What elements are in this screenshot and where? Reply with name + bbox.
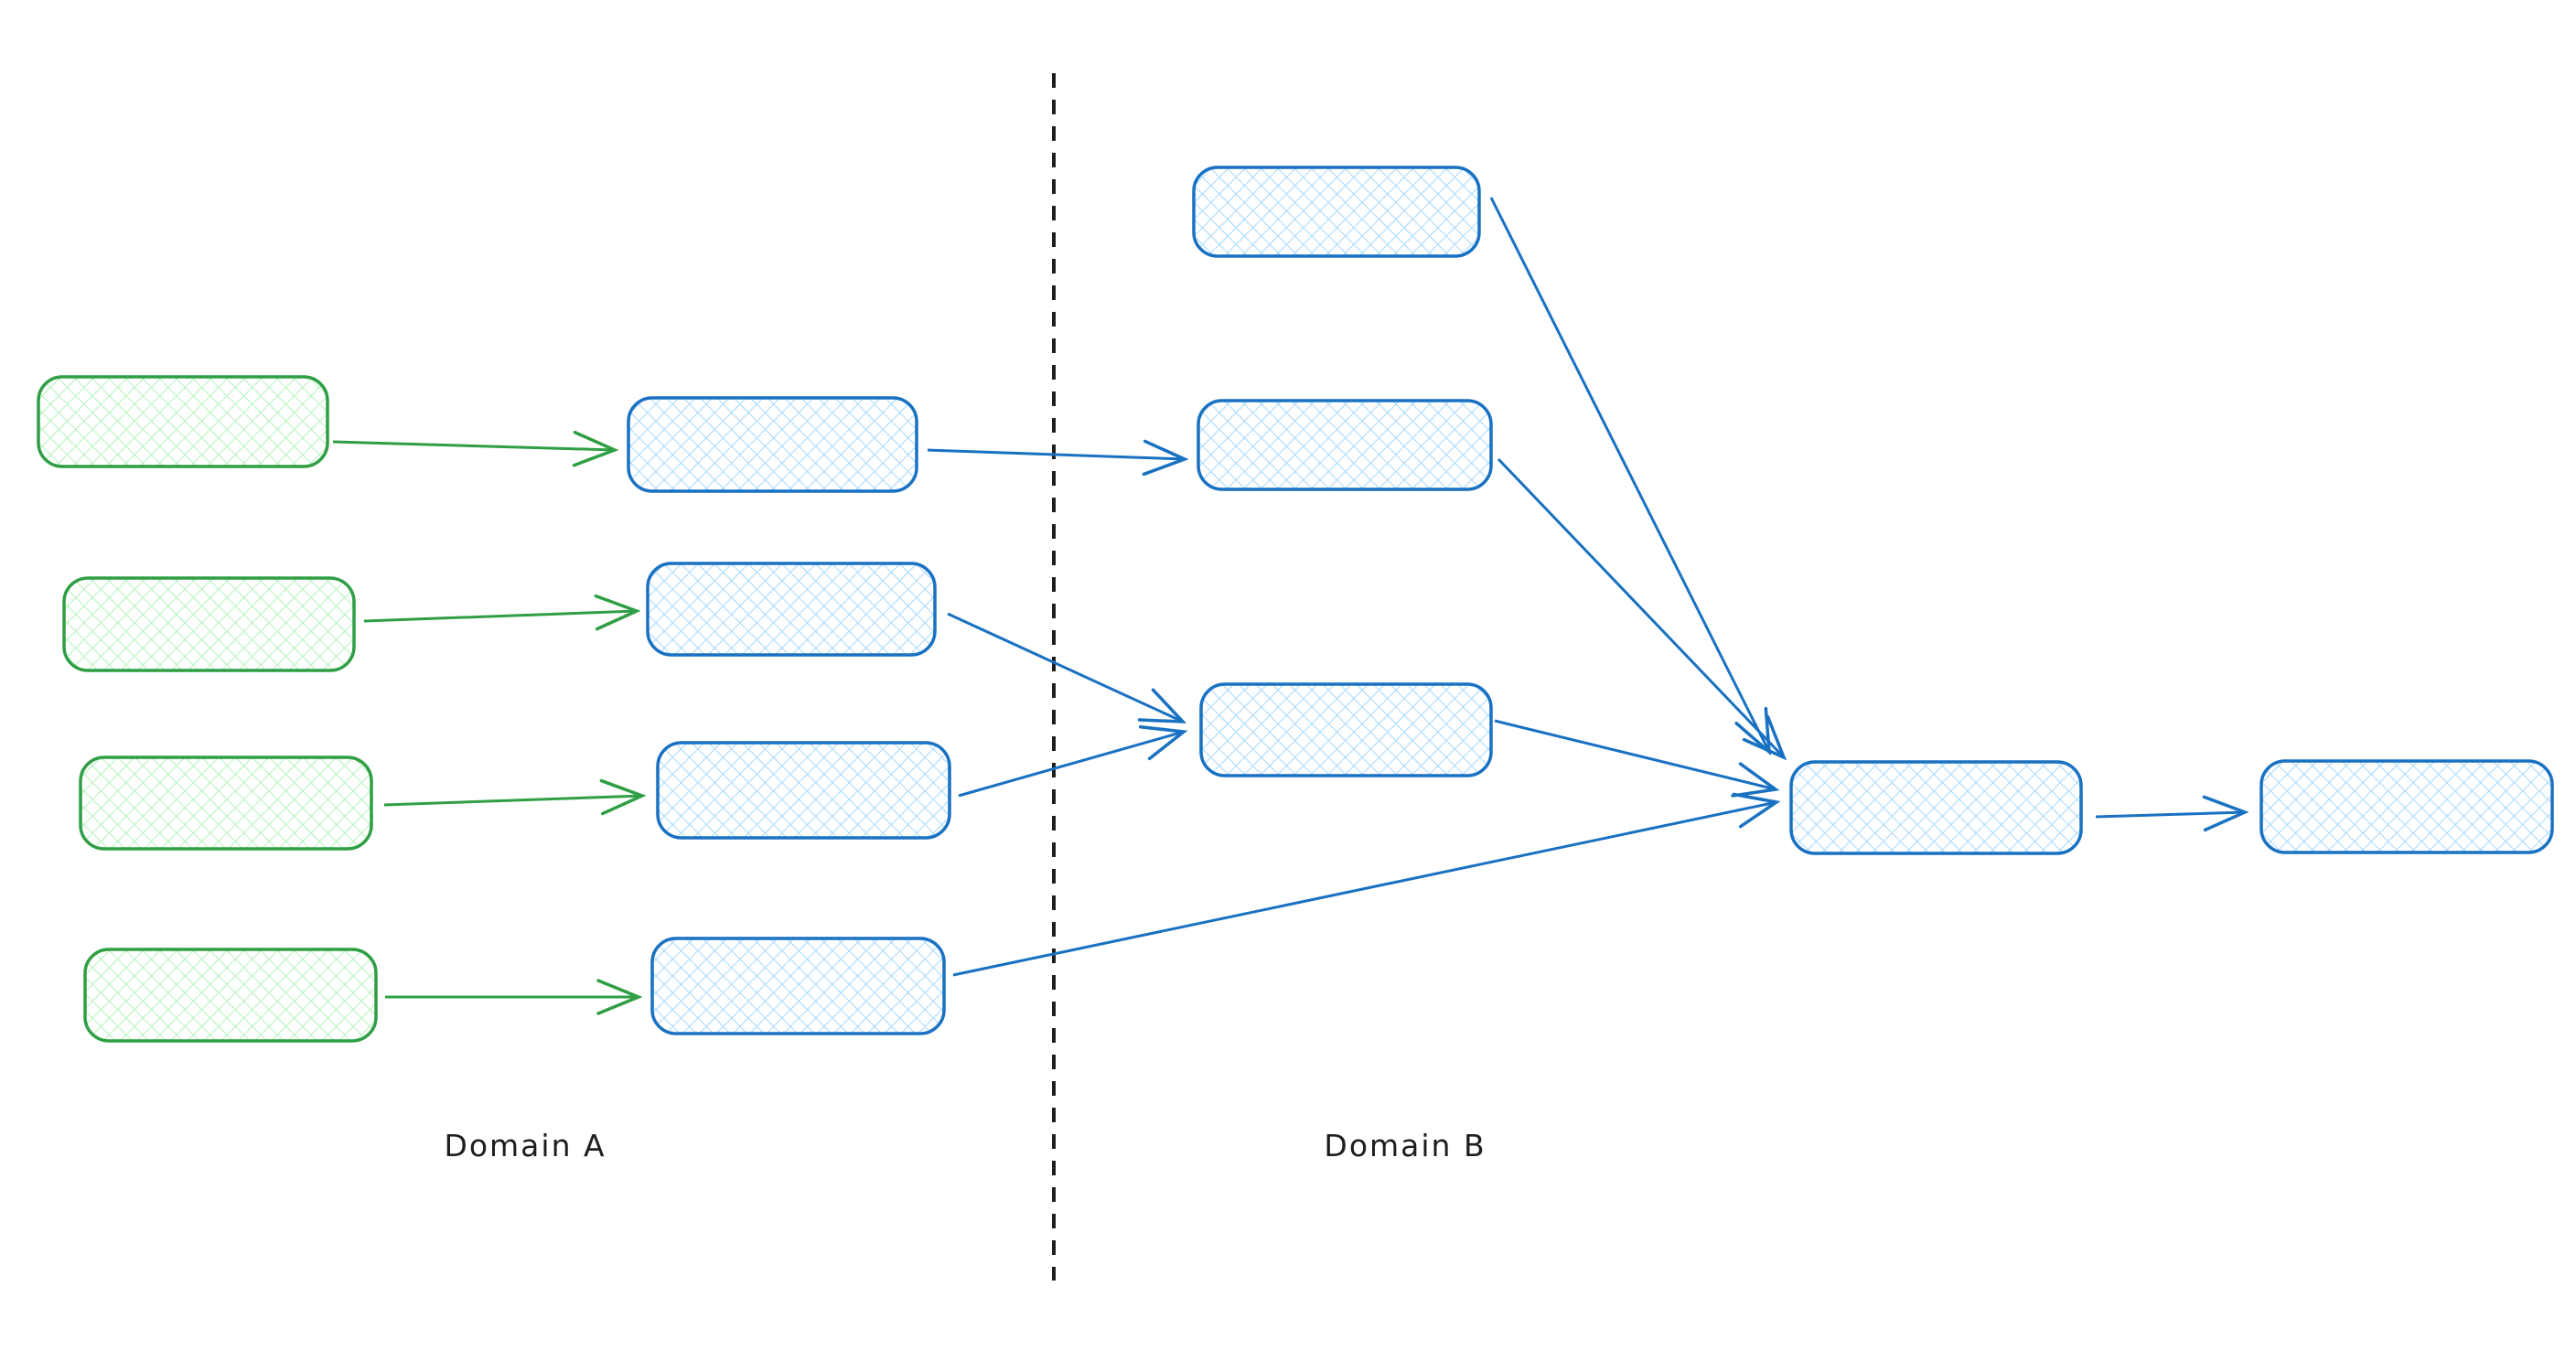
arrow-green3-to-a3[interactable]: [383, 796, 642, 805]
arrow-b1-to-merge[interactable]: [1489, 197, 1769, 752]
blue-node-final[interactable]: [2259, 759, 2554, 854]
arrow-a1-to-b2[interactable]: [927, 450, 1185, 459]
green-node-1[interactable]: [37, 375, 329, 468]
arrow-green1-to-a1[interactable]: [332, 442, 615, 450]
domain-a-blue-nodes: [627, 396, 951, 1035]
domain-b-blue-nodes: [1192, 166, 2554, 855]
blue-node-merge[interactable]: [1789, 760, 2083, 855]
green-node-4[interactable]: [83, 948, 378, 1043]
arrow-b3-to-merge[interactable]: [1494, 719, 1776, 789]
blue-arrows-converge: [1489, 197, 2245, 817]
blue-node-a4[interactable]: [650, 937, 946, 1035]
green-node-3[interactable]: [79, 756, 373, 851]
blue-node-b3[interactable]: [1199, 682, 1493, 777]
arrow-a4-to-merge[interactable]: [952, 802, 1776, 977]
blue-node-b2[interactable]: [1197, 399, 1493, 491]
blue-node-a1[interactable]: [627, 396, 918, 493]
blue-node-b1[interactable]: [1192, 166, 1481, 258]
arrow-a3-to-b3[interactable]: [958, 732, 1184, 798]
arrow-a2-to-b3[interactable]: [947, 612, 1183, 722]
arrow-b2-to-merge[interactable]: [1497, 457, 1784, 757]
arrow-merge-to-final[interactable]: [2095, 812, 2245, 817]
green-node-2[interactable]: [62, 576, 356, 672]
domain-b-label[interactable]: Domain B: [1324, 1128, 1486, 1163]
arrow-green2-to-a2[interactable]: [363, 611, 637, 621]
blue-node-a2[interactable]: [646, 562, 937, 657]
blue-arrows-cross-domain: [927, 450, 1776, 977]
blue-node-a3[interactable]: [656, 741, 951, 840]
domain-a-label[interactable]: Domain A: [444, 1128, 606, 1163]
domain-a-green-nodes: [37, 375, 378, 1043]
green-arrows: [332, 442, 642, 997]
